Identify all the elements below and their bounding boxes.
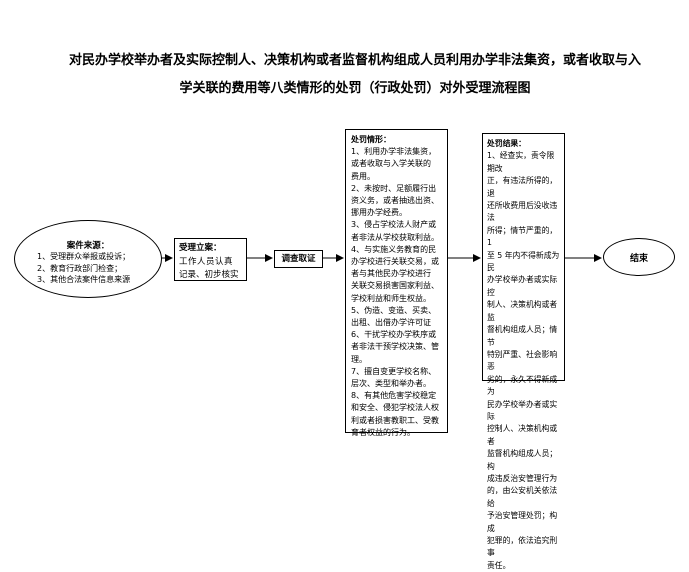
circumstances-heading: 处罚情形：: [351, 135, 391, 144]
circumstances-line: 5、伪造、变造、买卖、: [351, 305, 437, 315]
circumstances-line: 办学校进行关联交易，或: [351, 257, 439, 267]
flow-connectors: [160, 254, 602, 262]
case-source-heading: 案件来源：: [66, 241, 110, 251]
investigation-box: 调查取证: [274, 250, 323, 268]
result-line: 正，有违法所得的，退: [487, 176, 558, 198]
circumstances-line: 或者收取与入学关联的: [351, 159, 431, 169]
result-line: 督机构组成人员；情节: [487, 325, 558, 347]
penalty-circumstances-box: 处罚情形： 1、利用办学非法集资， 或者收取与入学关联的 费用。 2、未按时、足…: [345, 129, 448, 437]
result-line: 制人、决策机构或者监: [487, 300, 558, 322]
result-heading: 处罚结果：: [487, 139, 526, 148]
circumstances-line: 关联交易损害国家利益、: [351, 281, 439, 291]
circumstances-line: 出租、出借办学许可证: [351, 318, 431, 328]
circumstances-line: 8、有其他危害学校稳定: [351, 391, 437, 401]
circumstances-line: 层次、类型和举办者。: [351, 379, 431, 389]
end-node: 结束: [603, 238, 675, 276]
circumstances-line: 和安全、侵犯学校法人权: [351, 403, 439, 413]
case-source-list: 1、受理群众举报或投诉； 2、教育行政部门检查； 3、其他合法案件信息来源: [37, 251, 130, 286]
acceptance-line: 记录、初步核实: [179, 270, 239, 280]
result-line: 成违反治安管理行为: [487, 473, 558, 483]
result-line: 予治安管理处罚；构成: [487, 511, 558, 533]
result-line: 犯罪的，依法追究刑事: [487, 536, 558, 558]
penalty-result-box: 处罚结果： 1、经查实，责令限期改 正，有违法所得的，退 还所收费用后没收违法 …: [482, 133, 565, 570]
result-line: 监督机构组成人员；构: [487, 449, 558, 471]
result-line: 至 5 年内不得新成为民: [487, 250, 560, 273]
result-line: 责任。: [487, 560, 511, 570]
circumstances-line: 资义务，或者抽逃出资、: [351, 196, 439, 206]
case-source-item: 3、其他合法案件信息来源: [37, 275, 131, 284]
result-line: 还所收费用后没收违法: [487, 201, 558, 223]
result-line: 所得；情节严重的，1: [487, 225, 558, 248]
result-line: 控制人、决策机构或者: [487, 424, 558, 446]
result-line: 民办学校举办者或实际: [487, 399, 558, 421]
circumstances-line: 3、侵占学校法人财产或: [351, 220, 437, 230]
result-line: 劣的，永久不得新成为: [487, 374, 558, 397]
acceptance-heading: 受理立案：: [179, 243, 222, 253]
result-line: 1、经查实，责令限期改: [487, 151, 555, 173]
circumstances-line: 4、与实施义务教育的民: [351, 244, 437, 254]
circumstances-line: 挪用办学经费。: [351, 208, 407, 218]
result-line: 特别严重、社会影响恶: [487, 349, 558, 372]
circumstances-line: 者非法干预学校决策、管: [351, 342, 439, 352]
diagram-title-line1: 对民办学校举办者及实际控制人、决策机构或者监督机构组成人员利用办学非法集资，或者…: [68, 53, 641, 68]
circumstances-line: 费用。: [351, 171, 375, 181]
acceptance-box: 受理立案： 工作人员认真 记录、初步核实: [174, 238, 247, 281]
circumstances-line: 理。: [351, 354, 367, 364]
end-label: 结束: [629, 254, 648, 264]
result-line: 办学校举办者或实际控: [487, 275, 558, 297]
acceptance-line: 工作人员认真: [179, 256, 234, 267]
case-source-item: 1、受理群众举报或投诉；: [37, 252, 131, 261]
case-source-node: 案件来源： 1、受理群众举报或投诉； 2、教育行政部门检查； 3、其他合法案件信…: [14, 220, 162, 298]
circumstances-line: 学校利益和师生权益。: [351, 293, 431, 303]
circumstances-line: 1、利用办学非法集资，: [351, 147, 437, 157]
circumstances-line: 育者权益的行为。: [351, 427, 415, 437]
circumstances-line: 7、擅自变更学校名称、: [351, 366, 437, 376]
circumstances-line: 利或者损害教职工、受教: [351, 415, 439, 425]
circumstances-line: 者与其他民办学校进行: [351, 269, 431, 279]
circumstances-line: 6、干扰学校办学秩序或: [351, 330, 437, 340]
case-source-item: 2、教育行政部门检查；: [37, 263, 123, 273]
investigation-label: 调查取证: [281, 254, 316, 264]
circumstances-line: 2、未按时、足额履行出: [351, 183, 437, 193]
diagram-title-line2: 学关联的费用等八类情形的处罚（行政处罚）对外受理流程图: [179, 81, 531, 96]
result-line: 的，由公安机关依法给: [487, 486, 558, 508]
circumstances-line: 者非法从学校获取利益。: [351, 232, 439, 242]
